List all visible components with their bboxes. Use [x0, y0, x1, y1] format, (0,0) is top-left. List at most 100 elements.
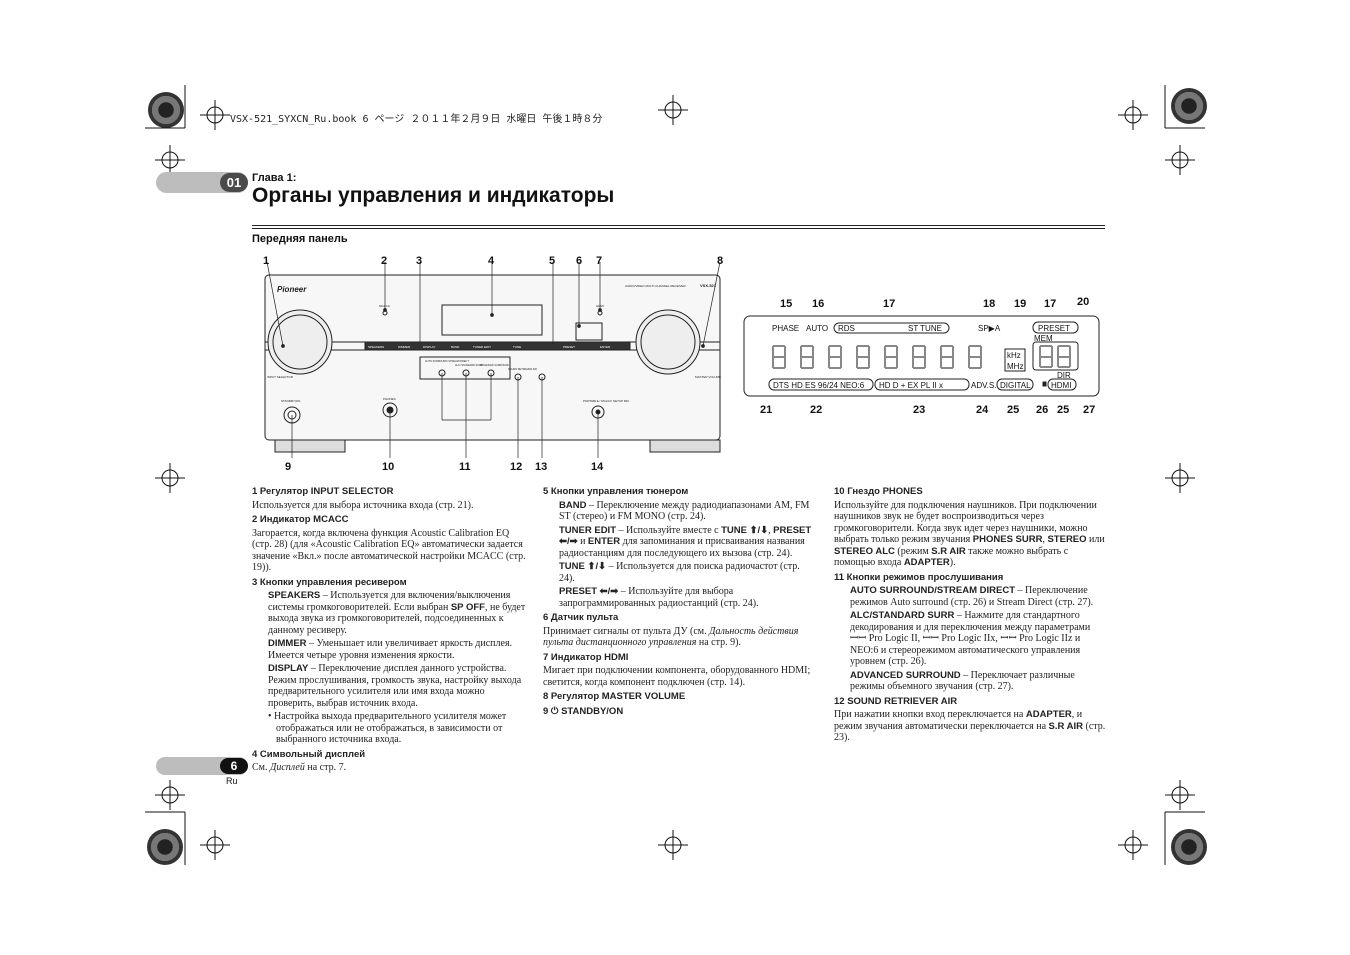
display-dolby: HD D + EX PL II x: [879, 381, 943, 390]
display-digital: DIGITAL: [1000, 381, 1031, 390]
item-6-heading: 6 Датчик пульта: [543, 612, 619, 623]
callout-display-20: 20: [1077, 296, 1090, 308]
button-tune: TUNE: [513, 345, 521, 349]
callout-panel-7: 7: [596, 255, 603, 267]
item-1-heading: 1 Регулятор INPUT SELECTOR: [252, 486, 394, 497]
registration-rose-top-right: [1171, 88, 1207, 124]
callout-display-25a: 25: [1007, 404, 1020, 416]
item-12-text: При нажатии кнопки вход переключается на…: [834, 709, 1106, 743]
text-column-3: 10 Гнездо PHONES Используйте для подключ…: [834, 483, 1106, 746]
button-alc: ALC/ STANDARD SURR: [455, 364, 483, 367]
callout-panel-14: 14: [591, 461, 604, 473]
callout-display-18: 18: [983, 298, 996, 310]
button-speakers: SPEAKERS: [368, 345, 384, 349]
brand-logo: Pioneer: [277, 285, 307, 294]
display-dir: DIR: [1057, 371, 1071, 380]
item-5-tuner-edit: TUNER EDIT – Используйте вместе с TUNE ⬆…: [559, 524, 812, 559]
callout-panel-6: 6: [576, 255, 583, 267]
phones-label: PHONES: [383, 397, 396, 401]
item-11-auto-surround: AUTO SURROUND/STREAM DIRECT – Переключен…: [850, 585, 1094, 608]
item-3-dimmer: DIMMER – Уменьшает или увеличивает яркос…: [268, 638, 513, 661]
item-9-heading: 9 ⏻ STANDBY/ON: [543, 705, 624, 717]
display-st-tune: ST TUNE: [908, 324, 942, 333]
item-10-heading: 10 Гнездо PHONES: [834, 486, 923, 497]
registration-rose-bottom-left: [147, 829, 183, 865]
button-auto-surround: AUTO SURROUND/ STREAM DIRECT: [425, 360, 469, 363]
callout-display-15: 15: [780, 298, 793, 310]
model-label: VSX-521: [700, 283, 717, 288]
item-2-text: Загорается, когда включена функция Acous…: [252, 527, 526, 574]
callout-panel-1: 1: [263, 255, 270, 267]
item-1-text: Используется для выбора источника входа …: [252, 499, 474, 511]
receiver-front-panel-illustration: Pioneer VSX-521 AUDIO/VIDEO MULTI-CHANNE…: [264, 261, 721, 458]
item-5-band: BAND – Переключение между радиодиапазона…: [559, 499, 810, 523]
item-5-preset: PRESET ⬅/➡ – Используйте для выбора запр…: [559, 586, 759, 609]
input-selector-label: INPUT SELECTOR: [267, 375, 294, 379]
print-file-header: VSX-521_SYXCN_Ru.book 6 ページ ２０１１年２月９日 水曜…: [230, 114, 603, 125]
callout-panel-2: 2: [381, 255, 388, 267]
button-tuner-edit: TUNER EDIT: [473, 345, 491, 349]
callout-display-22: 22: [810, 404, 823, 416]
display-khz: kHz: [1007, 351, 1021, 360]
callout-panel-9: 9: [285, 461, 292, 473]
standby-label: STANDBY/ON: [281, 399, 300, 403]
item-11-alc: ALC/STANDARD SURR – Нажмите для стандарт…: [850, 610, 1091, 667]
button-dimmer: DIMMER: [398, 345, 411, 349]
hdmi-label: HDMI: [596, 304, 604, 308]
callout-panel-5: 5: [549, 255, 556, 267]
title-rule-top: [252, 225, 1105, 226]
item-7-heading: 7 Индикатор HDMI: [543, 651, 629, 663]
item-6-text: Принимает сигналы от пульта ДУ (см. Даль…: [543, 625, 799, 649]
item-5-tune: TUNE ⬆/⬇ – Используется для поиска радио…: [559, 561, 800, 584]
item-11-heading: 11 Кнопки режимов прослушивания: [834, 571, 1004, 583]
mcacc-label: MCACC: [379, 304, 391, 308]
section-title: Передняя панель: [252, 233, 348, 245]
button-preset: PRESET: [563, 345, 575, 349]
item-11-advanced: ADVANCED SURROUND – Переключает различны…: [850, 669, 1075, 693]
button-band: BAND: [451, 345, 460, 349]
item-7-text: Мигает при подключении компонента, обору…: [543, 665, 811, 688]
button-advanced-surround: ADVANCED SURROUND: [480, 364, 509, 367]
page-number: 6: [220, 758, 248, 774]
item-3-display: DISPLAY – Переключение дисплея данного у…: [268, 663, 522, 709]
button-sound-retriever: SOUND RETRIEVER AIR: [508, 368, 537, 371]
callout-panel-12: 12: [510, 461, 523, 473]
callout-panel-11: 11: [459, 461, 471, 473]
callout-display-17a: 17: [883, 298, 896, 310]
master-volume-label: MASTER VOLUME: [695, 375, 721, 379]
callout-display-24: 24: [976, 404, 989, 416]
callout-display-17b: 17: [1044, 298, 1057, 310]
text-column-2: 5 Кнопки управления тюнером BAND – Перек…: [543, 483, 815, 719]
display-advs: ADV.S.: [971, 381, 997, 390]
page-title: Органы управления и индикаторы: [252, 184, 615, 207]
chapter-number-badge: 01: [220, 173, 248, 192]
display-hdmi: HDMI: [1051, 381, 1071, 390]
display-phase: PHASE: [772, 324, 799, 333]
display-rds: RDS: [838, 324, 855, 333]
item-4-text: См. Дисплей на стр. 7.: [252, 762, 347, 773]
item-5-heading: 5 Кнопки управления тюнером: [543, 486, 689, 497]
registration-rose-bottom-right: [1171, 829, 1207, 865]
callout-display-16: 16: [812, 298, 825, 310]
display-preset: PRESET: [1038, 324, 1070, 333]
registration-rose-top-left: [148, 92, 184, 128]
display-illustration: PHASE AUTO RDS ST TUNE SP▶A PRESET MEM k…: [743, 315, 1100, 397]
callout-display-26: 26: [1036, 404, 1049, 416]
display-mhz: MHz: [1007, 362, 1023, 371]
display-mem: MEM: [1034, 334, 1053, 343]
callout-panel-8: 8: [717, 255, 724, 267]
callout-panel-3: 3: [416, 255, 423, 267]
title-rule-bottom: [252, 228, 1105, 229]
item-10-text: Используйте для подключения наушников. П…: [834, 499, 1105, 569]
item-3-note: • Настройка выхода предварительного усил…: [268, 711, 507, 745]
item-3-speakers: SPEAKERS – Используется для включения/вы…: [268, 590, 526, 636]
item-2-heading: 2 Индикатор MCACC: [252, 514, 349, 525]
callout-display-21: 21: [760, 404, 773, 416]
item-3-heading: 3 Кнопки управления ресивером: [252, 576, 407, 588]
display-dts-hd: DTS HD ES 96/24 NEO:6: [773, 381, 865, 390]
callout-panel-4: 4: [488, 255, 495, 267]
callout-display-25b: 25: [1057, 404, 1070, 416]
display-auto: AUTO: [806, 324, 828, 333]
callout-display-27: 27: [1083, 404, 1096, 416]
display-sp: SP▶A: [978, 324, 1001, 333]
